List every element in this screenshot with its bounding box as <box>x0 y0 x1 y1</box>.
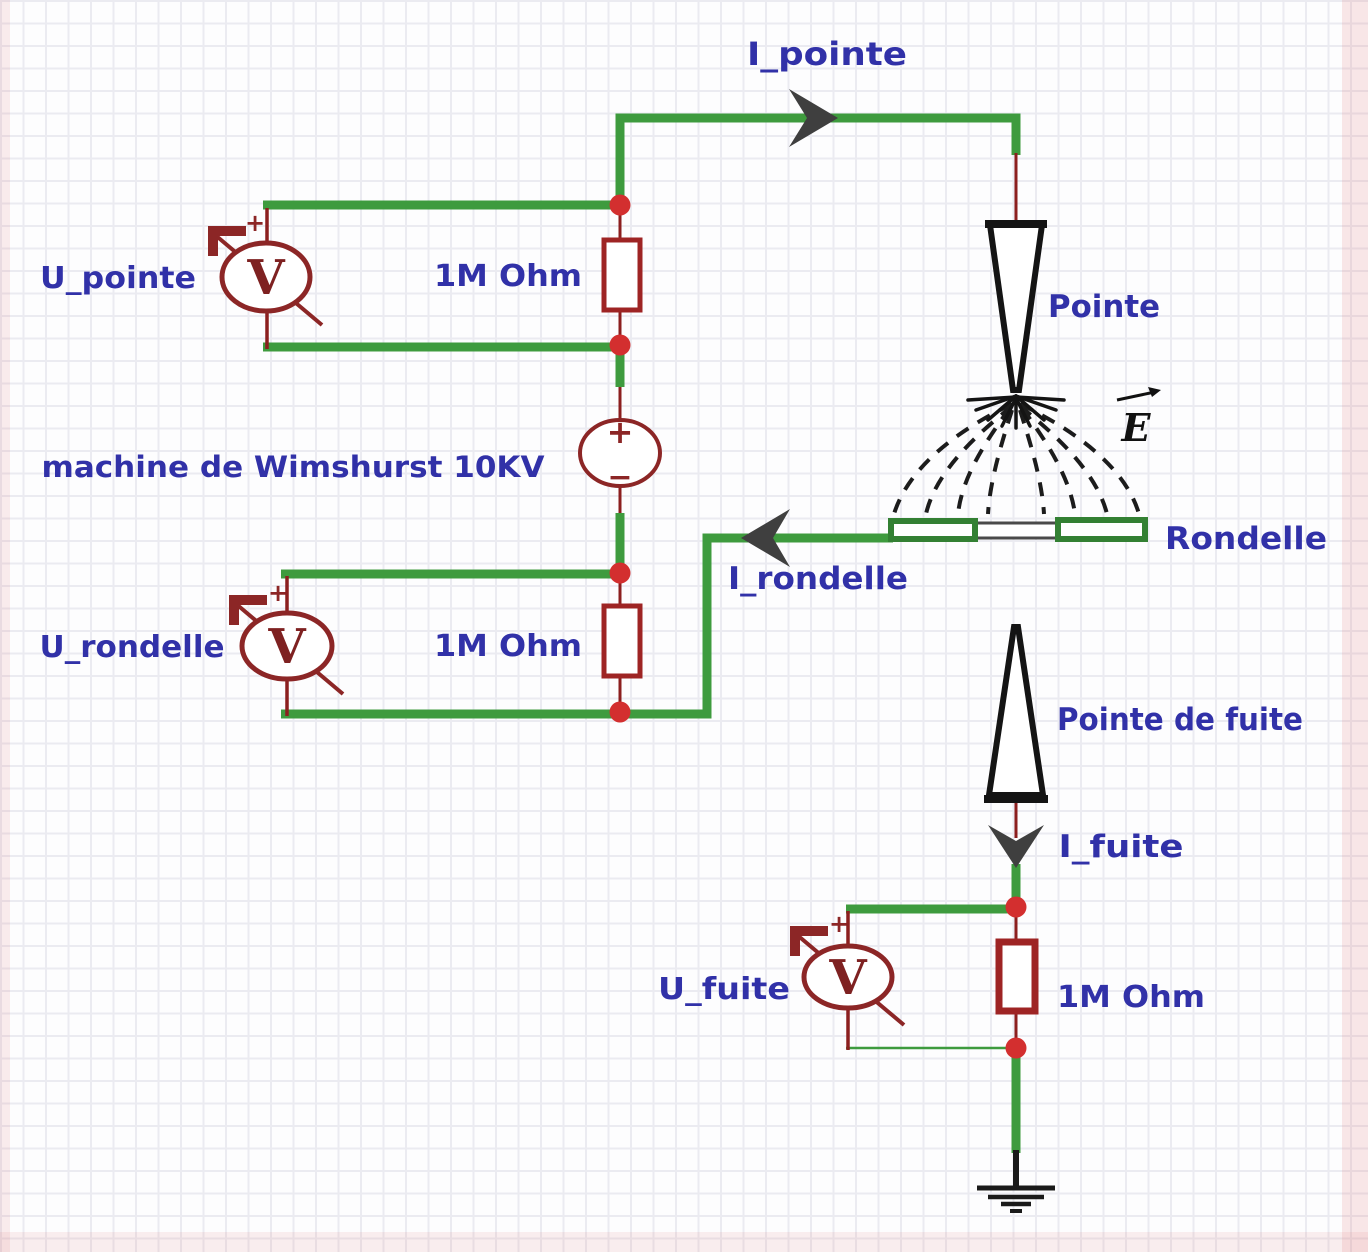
needle-arrowhead <box>229 595 239 625</box>
voltmeter-symbol: V <box>246 250 285 306</box>
label-i-pointe: I_pointe <box>747 35 907 73</box>
label-u-pointe: U_pointe <box>40 261 196 296</box>
plus-mark: + <box>245 209 265 237</box>
label-pointe: Pointe <box>1048 289 1160 325</box>
rondelle-right <box>1055 517 1148 542</box>
e-field-vector: E <box>1116 387 1161 450</box>
voltmeter-u-pointe: + V <box>208 208 324 349</box>
source-plus: + <box>607 413 634 451</box>
wire-i-pointe <box>615 113 1021 210</box>
label-pointe-de-fuite: Pointe de fuite <box>1057 702 1303 738</box>
needle-arrowhead <box>229 595 267 605</box>
electrode-pointe <box>966 220 1066 430</box>
needle-arrowhead <box>790 926 800 956</box>
junction-dot <box>1005 1037 1027 1059</box>
junction-dot <box>609 194 631 216</box>
source-minus: − <box>607 460 632 495</box>
rondelle-left <box>888 518 978 542</box>
voltmeter-symbol: V <box>267 619 306 675</box>
electric-field-lines <box>892 402 1141 515</box>
component-pins <box>618 153 1018 1048</box>
label-i-rondelle: I_rondelle <box>728 561 908 597</box>
vector-arrow-shaft <box>1116 390 1156 402</box>
label-r-rondelle: 1M Ohm <box>434 629 582 664</box>
current-arrows <box>741 89 1044 868</box>
corona-discharge <box>966 394 1066 430</box>
resistor-r-pointe <box>601 237 643 313</box>
label-u-rondelle: U_rondelle <box>40 630 225 665</box>
label-u-fuite: U_fuite <box>658 972 790 1007</box>
electrode-pointe-de-fuite <box>984 624 1048 803</box>
junction-dot <box>609 334 631 356</box>
label-source: machine de Wimshurst 10KV <box>42 450 546 484</box>
wimshurst-source: + − <box>578 413 662 495</box>
label-i-fuite: I_fuite <box>1059 829 1184 865</box>
arrow-i-pointe <box>789 89 838 147</box>
voltmeter-symbol: V <box>828 950 867 1006</box>
junction-dot <box>609 701 631 723</box>
resistor-r-fuite <box>995 938 1039 1015</box>
text-labels: I_pointe U_pointe 1M Ohm machine de Wims… <box>40 35 1328 1015</box>
voltmeter-u-fuite: + V <box>790 910 906 1050</box>
needle-arrowhead <box>208 226 218 256</box>
junction-dot <box>609 562 631 584</box>
electrode-rondelle <box>888 517 1148 542</box>
label-r-pointe: 1M Ohm <box>434 259 582 294</box>
wire-i-rondelle <box>281 533 893 719</box>
resistor-r-rondelle <box>601 603 643 679</box>
rondelle-middle <box>973 521 1060 540</box>
plus-mark: + <box>829 910 849 938</box>
label-rondelle: Rondelle <box>1165 521 1327 557</box>
e-field-label: E <box>1121 405 1152 450</box>
label-r-fuite: 1M Ohm <box>1057 980 1205 1015</box>
arrow-i-fuite <box>988 825 1044 868</box>
arrow-i-rondelle <box>741 509 790 567</box>
junction-dots <box>609 194 1027 1059</box>
ground-symbol <box>977 1150 1055 1213</box>
junction-dot <box>1005 896 1027 918</box>
needle-arrowhead <box>790 926 828 936</box>
voltmeter-u-rondelle: + V <box>229 576 345 716</box>
needle-arrowhead <box>208 226 246 236</box>
plus-mark: + <box>268 579 288 607</box>
vector-arrow-head <box>1148 387 1161 397</box>
